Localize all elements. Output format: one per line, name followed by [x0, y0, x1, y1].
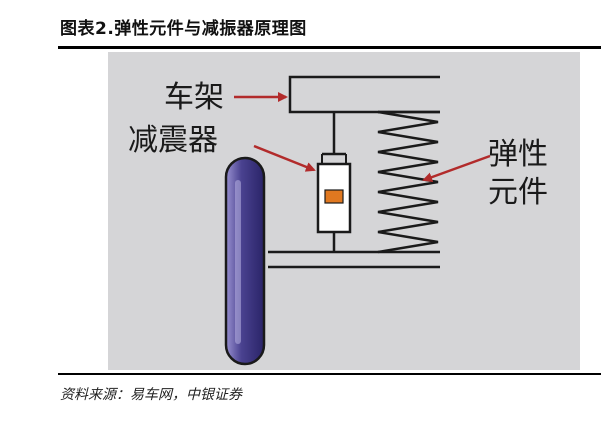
label-elastic-line1: 弹性	[488, 137, 548, 172]
figure-title: 图表2.弹性元件与减振器原理图	[60, 19, 307, 39]
diagram-panel: 车架 减震器 弹性 元件	[108, 52, 580, 370]
top-rule	[58, 46, 601, 49]
wheel-highlight	[235, 180, 241, 344]
damper-arrow	[253, 144, 316, 172]
source-note: 资料来源：易车网，中银证券	[60, 387, 242, 403]
label-elastic-line2: 元件	[488, 175, 548, 210]
bottom-rule	[58, 373, 601, 375]
spring-arrow	[422, 154, 491, 182]
frame-bar	[288, 75, 440, 114]
suspension-diagram: 车架 减震器 弹性 元件	[108, 52, 580, 370]
label-frame: 车架	[164, 80, 224, 115]
wheel	[224, 156, 266, 366]
damper-piston	[324, 189, 344, 204]
label-damper: 减震器	[128, 123, 218, 158]
spring-coil	[377, 110, 439, 254]
